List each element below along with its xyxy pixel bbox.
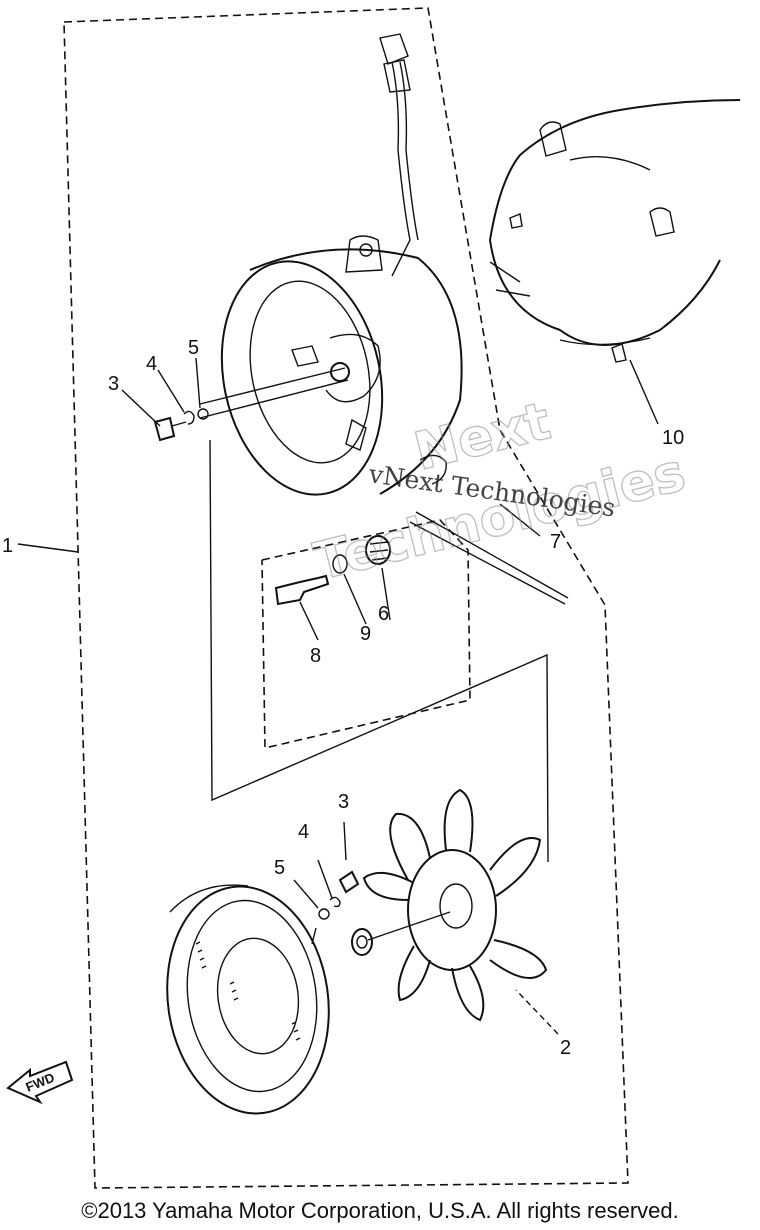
screw-washer-set-lower (311, 870, 360, 945)
bolt-collar-washer (274, 535, 391, 606)
assembly-boundary (63, 7, 629, 1189)
cooling-fan (362, 788, 548, 1022)
copyright-notice: ©2013 Yamaha Motor Corporation, U.S.A. A… (81, 1198, 679, 1223)
callout-4-lower: 4 (298, 821, 309, 843)
callout-3-lower: 3 (338, 791, 349, 813)
callout-4-upper: 4 (146, 353, 157, 375)
callout-3-upper: 3 (108, 373, 119, 395)
fan-guard (166, 884, 330, 1115)
callout-10: 10 (662, 427, 684, 449)
callout-1: 1 (2, 535, 13, 557)
leader-lines (17, 357, 659, 1035)
callout-9: 9 (360, 623, 371, 645)
wire-lead (379, 33, 419, 277)
screw-washer-set-upper (153, 408, 209, 442)
callout-7: 7 (550, 531, 561, 553)
bracket-group-boundary (261, 519, 471, 750)
fwd-arrow-icon: FWD (6, 1060, 74, 1105)
fan-group-outline (209, 439, 549, 863)
callout-6: 6 (378, 603, 389, 625)
motor-shaft (199, 367, 569, 605)
callout-5-upper: 5 (188, 337, 199, 359)
callout-8: 8 (310, 645, 321, 667)
shroud-cover (488, 99, 741, 363)
callout-2: 2 (560, 1037, 571, 1059)
fan-nut (351, 928, 373, 956)
fan-motor (220, 235, 463, 496)
callout-5-lower: 5 (274, 857, 285, 879)
